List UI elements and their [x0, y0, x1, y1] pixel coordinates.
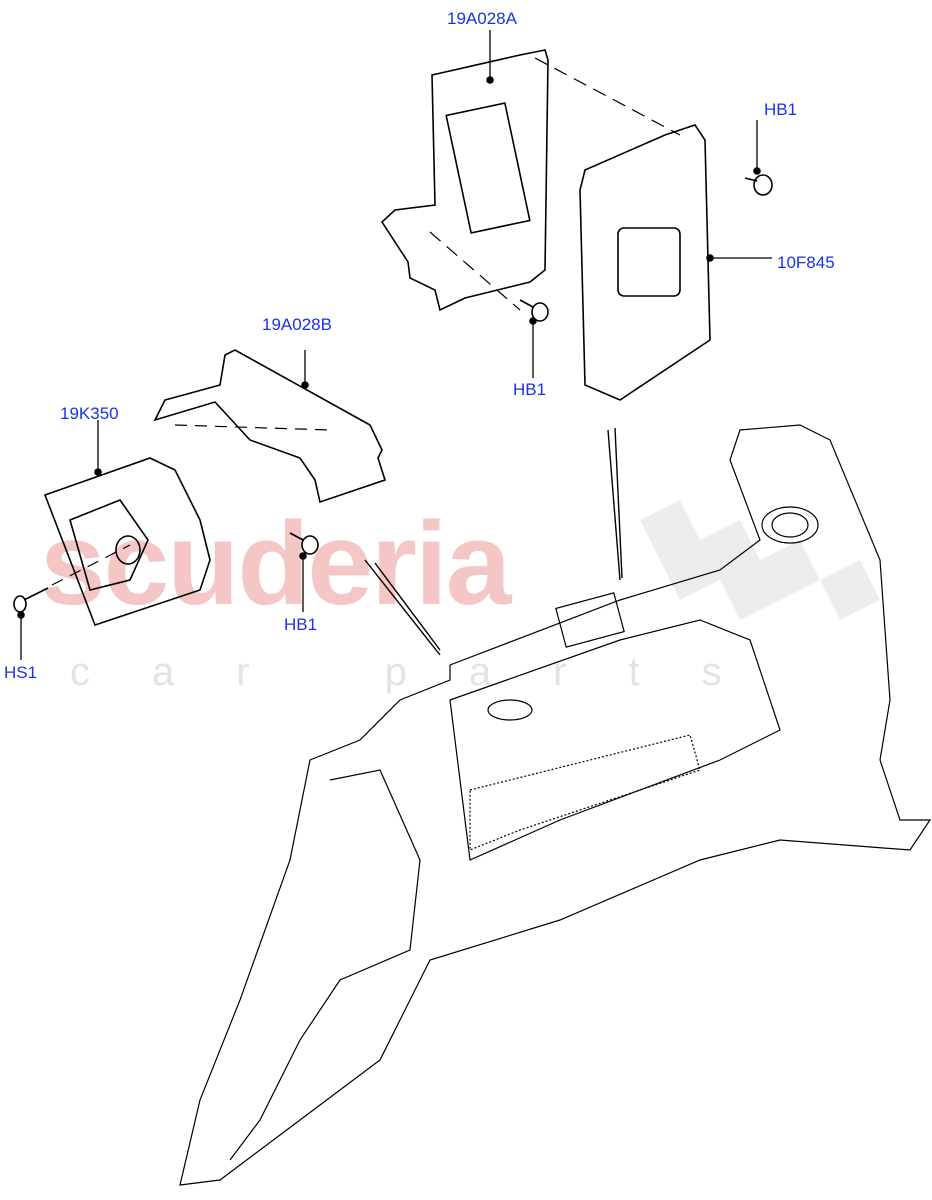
screw-hb1-low: [289, 532, 319, 612]
callout-hb1-low[interactable]: HB1: [284, 615, 318, 634]
callout-hb1-mid[interactable]: HB1: [513, 380, 547, 399]
callout-10F845[interactable]: 10F845: [777, 253, 835, 272]
callout-19A028B[interactable]: 19A028B: [262, 315, 332, 334]
bracket-19A028A: [380, 30, 681, 312]
watermark-subtitle: car parts: [70, 650, 784, 694]
callout-19A028A[interactable]: 19A028A: [447, 9, 517, 28]
callout-hb1-top[interactable]: HB1: [764, 100, 798, 119]
cover-19K350: [43, 420, 211, 627]
screw-hb1-mid: [519, 299, 549, 378]
screw-hs1: [13, 544, 131, 660]
callout-19K350[interactable]: 19K350: [60, 404, 119, 423]
bracket-19A028B: [153, 349, 387, 504]
screw-hb1-top: [744, 120, 773, 196]
watermark-brand: scuderia: [40, 498, 511, 630]
side-trim-panel: [179, 424, 932, 1186]
checkered-flag-watermark: [640, 500, 880, 620]
callout-HS1[interactable]: HS1: [4, 663, 38, 682]
module-10F845: [579, 124, 772, 401]
